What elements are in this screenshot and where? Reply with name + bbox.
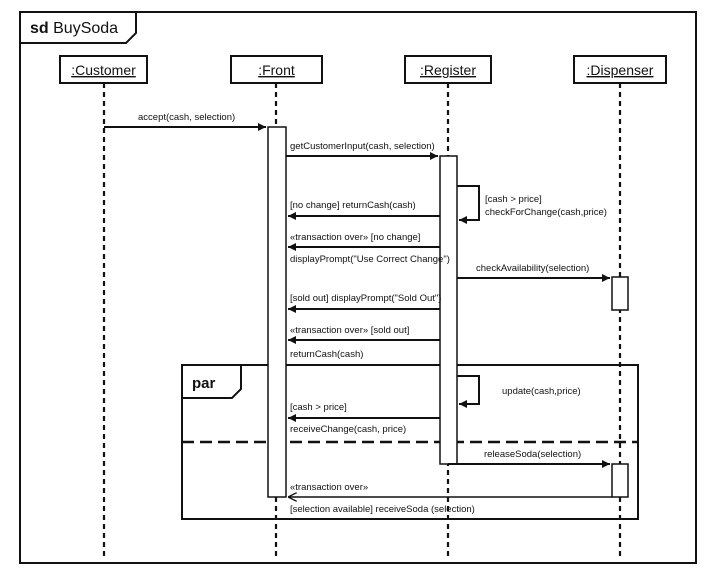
par-fragment-label: par [192,375,216,392]
message-label: checkAvailability(selection) [476,263,589,274]
message-stereotype: «transaction over» [sold out] [290,325,409,336]
self-message-arrow [457,185,480,224]
message-label: [sold out] displayPrompt("Sold Out") [290,293,441,304]
lifeline-customer: :Customer [59,55,148,560]
lifeline-dispenser: :Dispenser [573,55,667,560]
lifeline-register-head [404,55,492,84]
sd-frame-title: sd BuySoda [30,20,118,37]
register-activation [439,155,458,465]
sd-frame-tab [20,12,137,44]
message-label: [no change] returnCash(cash) [290,200,416,211]
message-guard: [cash > price] [485,194,542,205]
message-stereotype: «transaction over» [no change] [290,232,420,243]
par-fragment-tab [182,365,242,399]
message-label: accept(cash, selection) [138,112,235,123]
message-label: releaseSoda(selection) [484,449,581,460]
message-label: getCustomerInput(cash, selection) [290,141,435,152]
message-label: receiveChange(cash, price) [290,424,406,435]
message-label: displayPrompt("Use Correct Change") [290,254,450,265]
dispenser-activation-1 [611,276,629,311]
sd-frame [19,11,697,564]
message-label: returnCash(cash) [290,349,363,360]
dispenser-activation-2 [611,463,629,498]
lifeline-front-label: :Front [258,62,295,78]
message-guard: [cash > price] [290,402,347,413]
par-fragment: par [181,364,639,520]
lifeline-dispenser-head [573,55,667,84]
message-label: [selection available] receiveSoda (selec… [290,504,475,515]
message-stereotype: «transaction over» [290,482,368,493]
front-activation [267,126,287,498]
self-message-arrow [457,375,480,408]
lifeline-customer-label: :Customer [71,62,136,78]
lifeline-dispenser-label: :Dispenser [587,62,654,78]
message-label: update(cash,price) [502,386,581,397]
lifeline-register-label: :Register [420,62,476,78]
message-label: checkForChange(cash,price) [485,207,607,218]
